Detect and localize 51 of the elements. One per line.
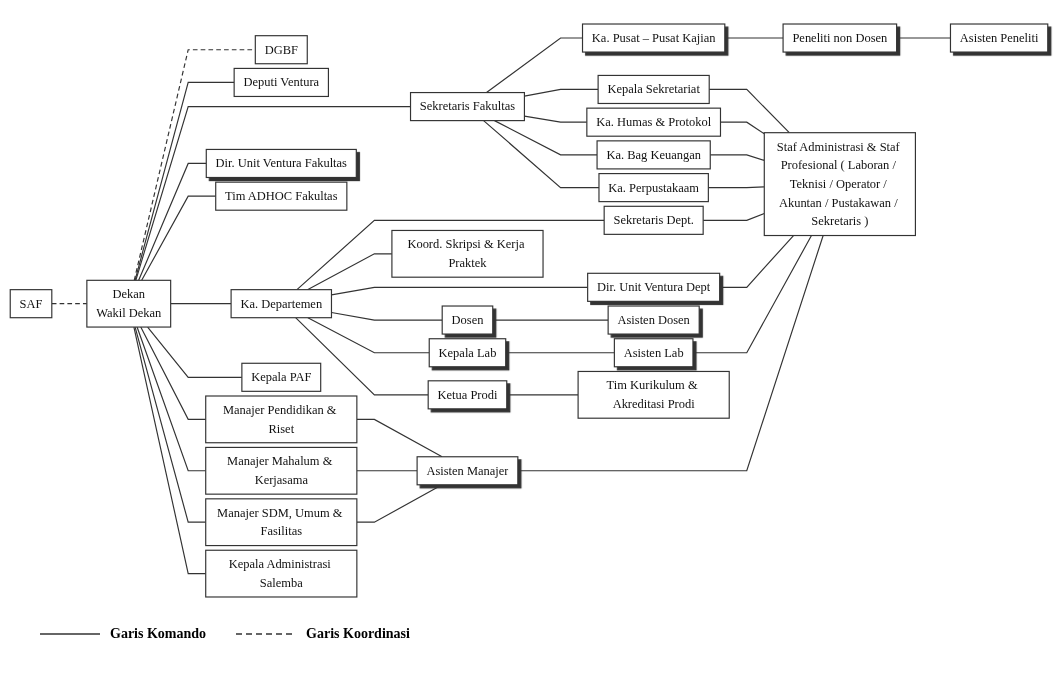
connector bbox=[295, 316, 429, 395]
connector bbox=[719, 234, 795, 288]
node-box: Asisten Peneliti bbox=[949, 22, 1049, 53]
node-box: Sekretaris Fakultas bbox=[409, 91, 525, 121]
node-box: Manajer SDM, Umum & Fasilitas bbox=[205, 497, 358, 546]
node-box: Kepala PAF bbox=[241, 362, 322, 392]
node-box: SAF bbox=[9, 288, 53, 318]
connector bbox=[134, 81, 235, 281]
node-box: Kepala Sekretariat bbox=[597, 74, 710, 104]
node-box: Ka. Perpustakaam bbox=[598, 172, 709, 202]
node-box: Tim ADHOC Fakultas bbox=[215, 181, 348, 211]
node-box: Ketua Prodi bbox=[427, 379, 508, 409]
node-box: Dekan Wakil Dekan bbox=[86, 279, 172, 328]
node-box: Manajer Pendidikan & Riset bbox=[205, 394, 358, 443]
node-box: Sekretaris Dept. bbox=[603, 205, 704, 235]
connector bbox=[356, 483, 443, 523]
node-box: Ka. Humas & Protokol bbox=[586, 107, 722, 137]
node-box: Deputi Ventura bbox=[233, 67, 329, 97]
connector bbox=[133, 48, 256, 281]
connector bbox=[170, 302, 232, 304]
node-box: DGBF bbox=[254, 34, 308, 64]
node-box: Kepala Lab bbox=[428, 337, 507, 367]
connector bbox=[724, 36, 784, 39]
node-box: Staf Administrasi & Staf Profesional ( Laboran / Teknisi / Operator / Akuntan / Pustakawan / Sekretaris ) bbox=[763, 131, 916, 236]
connector bbox=[138, 162, 207, 281]
connector bbox=[493, 119, 598, 155]
connector bbox=[505, 351, 615, 353]
node-box: Ka. Departemen bbox=[230, 288, 333, 318]
connector bbox=[307, 316, 430, 353]
connector bbox=[296, 219, 605, 290]
node-box: Ka. Pusat – Pusat Kajian bbox=[581, 22, 726, 53]
node-box: Ka. Bag Keuangan bbox=[596, 139, 711, 169]
connector bbox=[356, 418, 443, 457]
node-box: Peneliti non Dosen bbox=[782, 22, 898, 53]
node-box: Dir. Unit Ventura Fakultas bbox=[205, 148, 357, 178]
node-box: Tim Kurikulum & Akreditasi Prodi bbox=[577, 370, 730, 419]
node-box: Kepala Administrasi Salemba bbox=[205, 549, 358, 598]
node-box: Asisten Manajer bbox=[416, 455, 519, 485]
node-box: Dosen bbox=[441, 304, 494, 335]
connector bbox=[692, 234, 813, 353]
connector bbox=[356, 469, 418, 471]
node-box: Dir. Unit Ventura Dept bbox=[587, 272, 721, 302]
node-box: Asisten Dosen bbox=[607, 304, 700, 335]
connector bbox=[492, 318, 609, 321]
legend-label: Garis Koordinasi bbox=[306, 626, 410, 642]
node-box: Manajer Mahalum & Kerjasama bbox=[205, 446, 358, 495]
node-box: Asisten Lab bbox=[613, 337, 694, 367]
connector bbox=[506, 393, 579, 395]
node-box: Koord. Skripsi & Kerja Praktek bbox=[391, 229, 544, 278]
legend-label: Garis Komando bbox=[110, 626, 207, 642]
connector bbox=[517, 234, 824, 471]
